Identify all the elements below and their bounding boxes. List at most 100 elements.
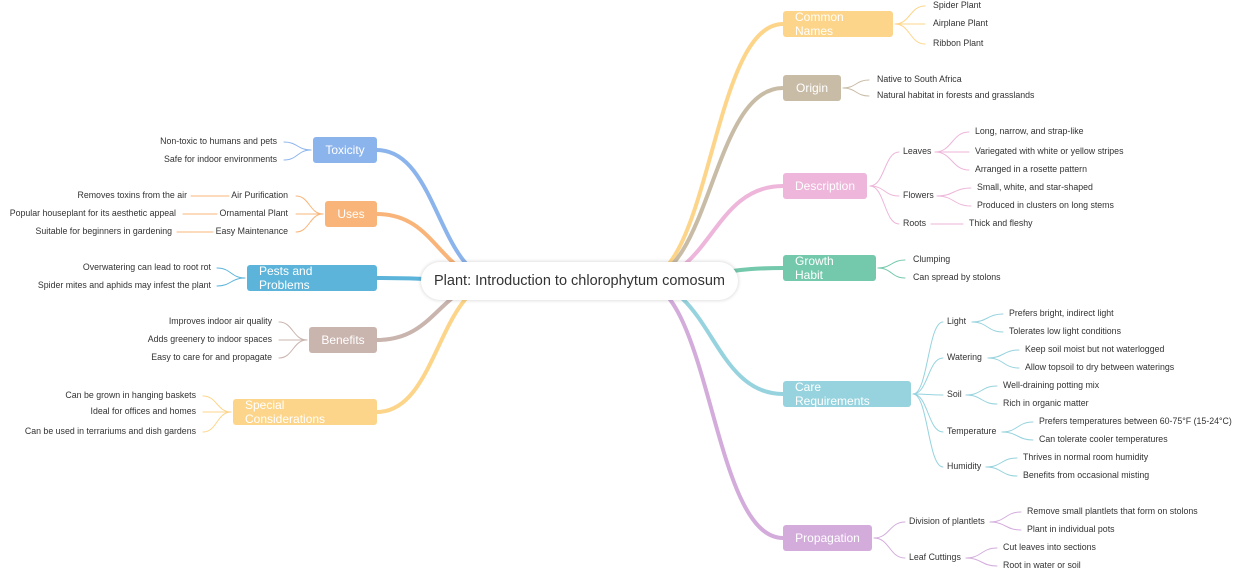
topic-label[interactable]: Spider Plant	[933, 0, 981, 10]
topic-label[interactable]: Root in water or soil	[1003, 560, 1081, 570]
group-label[interactable]: Division of plantlets	[909, 516, 985, 526]
group-label[interactable]: Soil	[947, 389, 962, 399]
link-leaf	[965, 394, 998, 405]
link-leaf	[965, 385, 998, 396]
group-label[interactable]: Air Purification	[231, 190, 288, 200]
topic-label[interactable]: Easy to care for and propagate	[151, 352, 272, 362]
topic-label[interactable]: Safe for indoor environments	[164, 154, 277, 164]
group-label[interactable]: Ornamental Plant	[219, 208, 288, 218]
link-leaf	[987, 349, 1020, 359]
link-leaf	[283, 149, 312, 161]
topic-label[interactable]: Can be grown in hanging baskets	[65, 390, 196, 400]
link-group	[912, 393, 944, 468]
branch-label: Origin	[795, 81, 828, 95]
topic-label[interactable]: Can be used in terrariums and dish garde…	[24, 426, 196, 436]
branch-benefits[interactable]: Benefits	[309, 327, 377, 353]
topic-label[interactable]: Thrives in normal room humidity	[1023, 452, 1149, 462]
link-leaf	[965, 557, 998, 567]
topic-label[interactable]: Popular houseplant for its aesthetic app…	[9, 208, 176, 218]
branch-uses[interactable]: Uses	[325, 201, 377, 227]
topic-label[interactable]: Benefits from occasional misting	[1023, 470, 1150, 480]
topic-label[interactable]: Removes toxins from the air	[77, 190, 187, 200]
link-group	[912, 393, 944, 433]
topic-label[interactable]: Non-toxic to humans and pets	[160, 136, 277, 146]
root-topic-label: Plant: Introduction to chlorophytum como…	[434, 273, 725, 289]
group-label[interactable]: Roots	[903, 218, 926, 228]
link-leaf	[216, 267, 246, 279]
branch-label: Uses	[337, 207, 365, 221]
topic-label[interactable]: Clumping	[913, 254, 951, 264]
group-label[interactable]: Easy Maintenance	[215, 226, 288, 236]
topic-label[interactable]: Plant in individual pots	[1027, 524, 1115, 534]
branch-care[interactable]: Care Requirements	[783, 380, 911, 408]
topic-label[interactable]: Prefers temperatures between 60-75°F (15…	[1039, 416, 1232, 426]
group-label[interactable]: Flowers	[903, 190, 934, 200]
topic-label[interactable]: Can spread by stolons	[913, 272, 1001, 282]
link-leaf	[1001, 421, 1034, 433]
topic-label[interactable]: Improves indoor air quality	[168, 316, 272, 326]
link-group	[912, 393, 944, 396]
topic-label[interactable]: Suitable for beginners in gardening	[35, 226, 172, 236]
topic-label[interactable]: Cut leaves into sections	[1003, 542, 1096, 552]
topic-label[interactable]: Can tolerate cooler temperatures	[1039, 434, 1168, 444]
topic-label[interactable]: Long, narrow, and strap-like	[975, 126, 1084, 136]
link-group	[912, 321, 944, 395]
branch-label: Growth Habit	[795, 254, 834, 282]
branch-common-names[interactable]: Common Names	[783, 10, 893, 38]
link-origin	[638, 86, 785, 283]
branch-toxicity[interactable]: Toxicity	[313, 137, 377, 163]
topic-label[interactable]: Well-draining potting mix	[1003, 380, 1100, 390]
topic-label[interactable]: Ribbon Plant	[933, 38, 984, 48]
link-group	[295, 213, 324, 233]
topic-label[interactable]: Arranged in a rosette pattern	[975, 164, 1087, 174]
branch-label: Description	[794, 179, 856, 193]
group-label[interactable]: Watering	[947, 352, 982, 362]
link-group	[873, 537, 906, 559]
link-leaf	[278, 321, 308, 341]
branch-description[interactable]: Description	[783, 173, 867, 199]
branch-label: Toxicity	[325, 143, 365, 157]
link-leaf	[971, 321, 1004, 333]
topic-label[interactable]: Tolerates low light conditions	[1009, 326, 1121, 336]
topic-label[interactable]: Natural habitat in forests and grassland…	[877, 90, 1035, 100]
branch-pests[interactable]: Pests and Problems	[247, 264, 377, 292]
group-label[interactable]: Leaf Cuttings	[909, 552, 961, 562]
link-leaf	[278, 339, 308, 359]
branch-growth-habit[interactable]: Growth Habit	[783, 254, 876, 282]
topic-label[interactable]: Airplane Plant	[933, 18, 988, 28]
branch-origin[interactable]: Origin	[783, 75, 841, 101]
branch-special[interactable]: Special Considerations	[233, 398, 377, 426]
topic-label[interactable]: Remove small plantlets that form on stol…	[1027, 506, 1198, 516]
topic-label[interactable]: Produced in clusters on long stems	[977, 200, 1114, 210]
topic-label[interactable]: Keep soil moist but not waterlogged	[1025, 344, 1165, 354]
topic-label[interactable]: Ideal for offices and homes	[90, 406, 196, 416]
link-leaf	[989, 521, 1022, 531]
link-common-names	[638, 22, 785, 283]
topic-label[interactable]: Rich in organic matter	[1003, 398, 1089, 408]
group-label[interactable]: Humidity	[947, 461, 982, 471]
topic-label[interactable]: Adds greenery to indoor spaces	[147, 334, 272, 344]
link-group	[873, 521, 906, 539]
link-leaf	[877, 267, 906, 279]
root-topic[interactable]: Plant: Introduction to chlorophytum como…	[421, 262, 738, 300]
topic-label[interactable]: Overwatering can lead to root rot	[82, 262, 211, 272]
link-leaf	[936, 187, 972, 197]
link-leaf	[934, 131, 970, 153]
topic-label[interactable]: Variegated with white or yellow stripes	[975, 146, 1124, 156]
branch-propagation[interactable]: Propagation	[783, 525, 872, 551]
link-propagation	[638, 279, 785, 540]
topic-label[interactable]: Prefers bright, indirect light	[1009, 308, 1114, 318]
link-group	[869, 151, 900, 187]
topic-label[interactable]: Small, white, and star-shaped	[977, 182, 1093, 192]
group-label[interactable]: Leaves	[903, 146, 932, 156]
branch-label: Care Requirements	[795, 380, 870, 408]
topic-label[interactable]: Allow topsoil to dry between waterings	[1025, 362, 1175, 372]
link-leaf	[989, 511, 1022, 523]
topic-label[interactable]: Thick and fleshy	[969, 218, 1033, 228]
topic-label[interactable]: Spider mites and aphids may infest the p…	[37, 280, 211, 290]
link-leaf	[934, 151, 970, 171]
group-label[interactable]: Light	[947, 316, 967, 326]
topic-label[interactable]: Native to South Africa	[877, 74, 962, 84]
link-leaf	[202, 411, 232, 433]
group-label[interactable]: Temperature	[947, 426, 997, 436]
